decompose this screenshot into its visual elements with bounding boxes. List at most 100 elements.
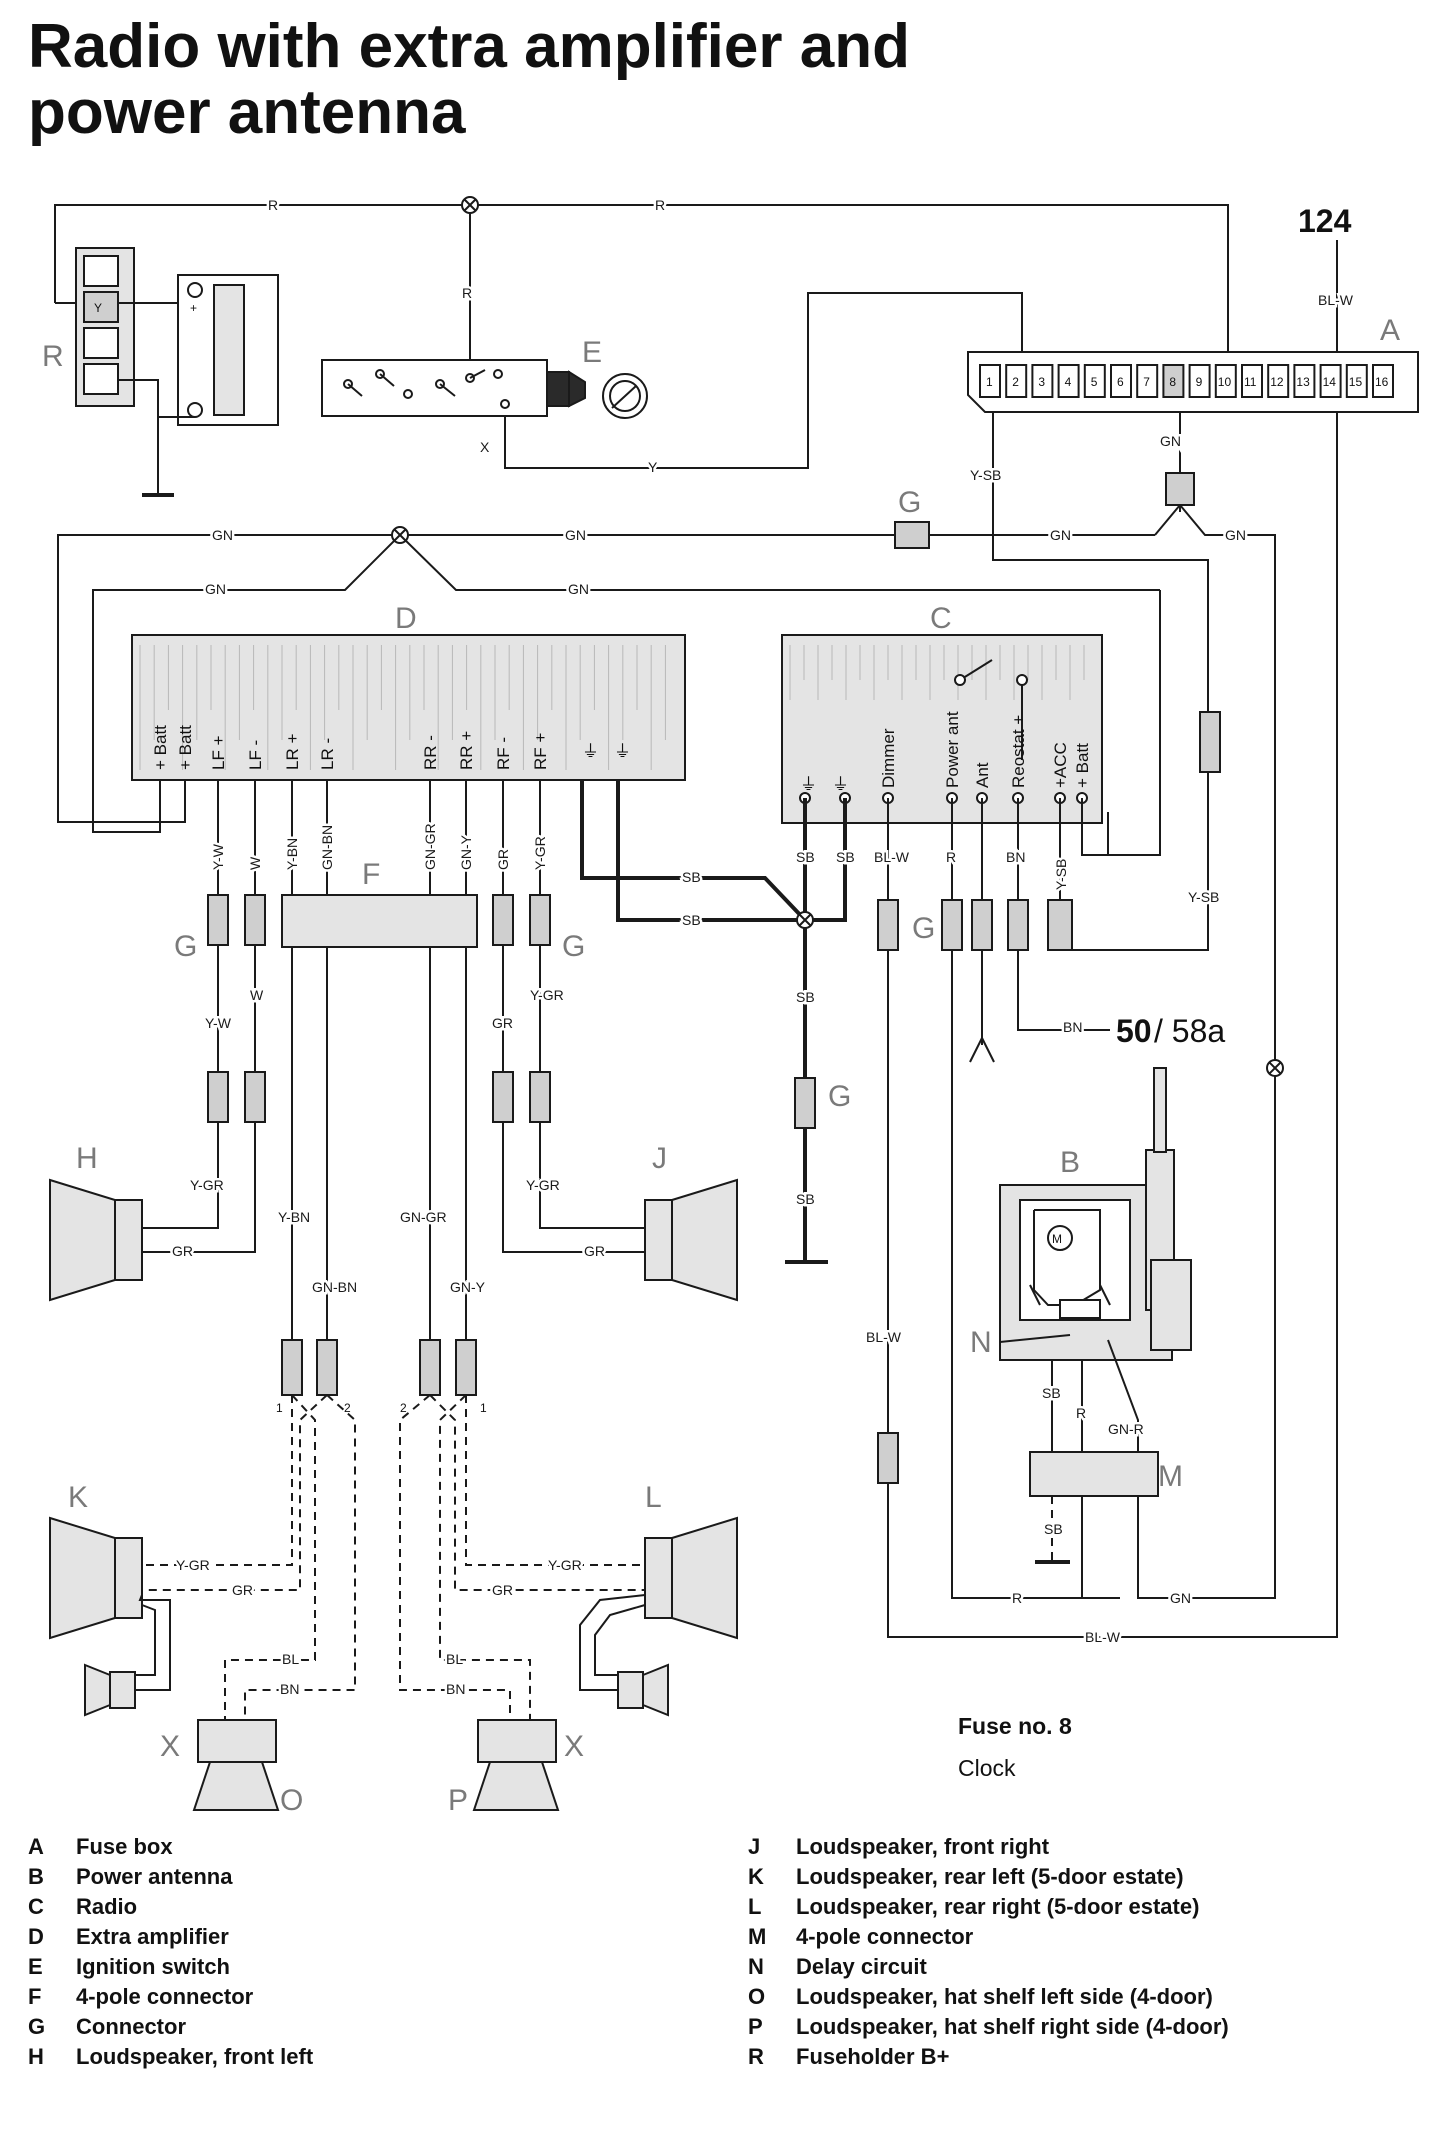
- label-b: B: [1060, 1146, 1080, 1179]
- svg-text:GN: GN: [212, 527, 233, 543]
- svg-text:GN: GN: [568, 581, 589, 597]
- legend-key: F: [28, 1984, 42, 2009]
- legend-text: 4-pole connector: [796, 1924, 974, 1949]
- fuse-slot-10: [1214, 364, 1237, 398]
- svg-text:GN-BN: GN-BN: [312, 1279, 357, 1295]
- fuse-slot-label: 12: [1270, 375, 1284, 389]
- fuse-slot-15: [1345, 364, 1368, 398]
- legend-item: M 4-pole connector: [748, 1922, 1388, 1952]
- terminal-1-right: 1: [480, 1401, 487, 1415]
- fuse-slot-label: 5: [1091, 375, 1098, 389]
- legend-key: A: [28, 1834, 44, 1859]
- loudspeaker-hat-shelf-right: [472, 1719, 560, 1811]
- connectors-g: [207, 894, 1073, 1484]
- legend-key: N: [748, 1954, 764, 1979]
- fuse-slot-4: [1057, 364, 1080, 398]
- legend-key: B: [28, 1864, 44, 1889]
- label-o: O: [280, 1784, 303, 1817]
- label-g-right: G: [562, 930, 585, 963]
- label-f: F: [362, 858, 380, 891]
- loudspeaker-rear-left: [49, 1516, 171, 1717]
- label-a: A: [1380, 314, 1400, 347]
- fuse-slot-14: [1319, 364, 1342, 398]
- legend-text: Extra amplifier: [76, 1924, 229, 1949]
- label-c: C: [930, 602, 952, 635]
- fuse-note-value: Clock: [958, 1755, 1016, 1781]
- radio-pin-label: Ant: [973, 762, 992, 788]
- fuse-slot-label: 10: [1218, 375, 1232, 389]
- radio-acc-wire-label: Y-SB: [1053, 859, 1069, 890]
- fuse-slot-16: [1372, 364, 1394, 398]
- label-x-right: X: [564, 1730, 584, 1763]
- terminal-2-right: 2: [400, 1401, 407, 1415]
- svg-text:SB: SB: [796, 849, 815, 865]
- radio-pin-wire-labels: SB SB BL-W R BN Y-SB: [794, 847, 1072, 893]
- svg-text:SB: SB: [1044, 1521, 1063, 1537]
- splice-gn-right: [1266, 1059, 1284, 1077]
- fuse-slot-3: [1031, 364, 1054, 398]
- fuse-slot-label: 14: [1323, 375, 1337, 389]
- svg-text:SB: SB: [682, 869, 701, 885]
- amplifier-pin-label: RF +: [531, 733, 550, 770]
- ignition-key-icon: [602, 373, 648, 419]
- radio-pin-label: Power ant: [943, 711, 962, 788]
- svg-text:GN: GN: [565, 527, 586, 543]
- amplifier-pin-label: RF -: [494, 737, 513, 770]
- title-line-1: Radio with extra amplifier and: [28, 12, 910, 81]
- amplifier-wire-label: GN-BN: [319, 825, 335, 870]
- svg-text:BL-W: BL-W: [866, 1329, 902, 1345]
- fuse-slot-label: 6: [1117, 375, 1124, 389]
- svg-text:GR: GR: [492, 1015, 513, 1031]
- svg-text:BN: BN: [1006, 849, 1025, 865]
- ground-icon-1: ⏚: [582, 742, 599, 761]
- amplifier-pin-label: LR +: [283, 734, 302, 770]
- title-line-2: power antenna: [28, 78, 466, 147]
- radio-pin-label: + Batt: [1073, 743, 1092, 788]
- legend-text: Loudspeaker, front left: [76, 2044, 314, 2069]
- legend-text: Radio: [76, 1894, 138, 1919]
- svg-text:Y-GR: Y-GR: [530, 987, 564, 1003]
- legend-text: Loudspeaker, rear left (5-door estate): [796, 1864, 1184, 1889]
- ground-icon-2: ⏚: [614, 742, 631, 761]
- amplifier-wire-label: GN-Y: [458, 834, 474, 870]
- fuse-slot-5: [1083, 364, 1106, 398]
- rear-connectors: [281, 1339, 477, 1396]
- four-pole-connector-f: [281, 894, 478, 948]
- svg-text:BL: BL: [446, 1651, 463, 1667]
- amplifier-pin-label: RR +: [457, 731, 476, 770]
- legend-text: Loudspeaker, hat shelf right side (4-doo…: [796, 2014, 1229, 2039]
- svg-text:Y-SB: Y-SB: [1188, 889, 1219, 905]
- fuseholder-b-plus: Y: [75, 247, 189, 420]
- radio-ground-icon-2: ⏚: [832, 775, 849, 794]
- fuse-slot-12: [1267, 364, 1290, 398]
- fuse-note-label: Fuse no. 8: [958, 1713, 1072, 1739]
- wire-ysb-upper: [992, 397, 1209, 712]
- svg-text:SB: SB: [796, 989, 815, 1005]
- label-d: D: [395, 602, 417, 635]
- amplifier-wire-label: Y-W: [210, 843, 226, 870]
- fuse-note: Fuse no. 8 Clock: [958, 1705, 1072, 1789]
- amplifier-pin-label: LF +: [209, 735, 228, 770]
- terminal-1-left: 1: [276, 1401, 283, 1415]
- label-m: M: [1158, 1460, 1183, 1493]
- legend-key: M: [748, 1924, 767, 1949]
- label-k: K: [68, 1481, 88, 1514]
- legend-key: K: [748, 1864, 764, 1889]
- label-g-ground: G: [828, 1080, 851, 1113]
- fuse-slot-7: [1136, 364, 1159, 398]
- svg-text:Y-GR: Y-GR: [548, 1557, 582, 1573]
- wire-blw-main: [887, 397, 1338, 1638]
- svg-text:GN: GN: [1170, 1590, 1191, 1606]
- splice-gn: [391, 526, 409, 544]
